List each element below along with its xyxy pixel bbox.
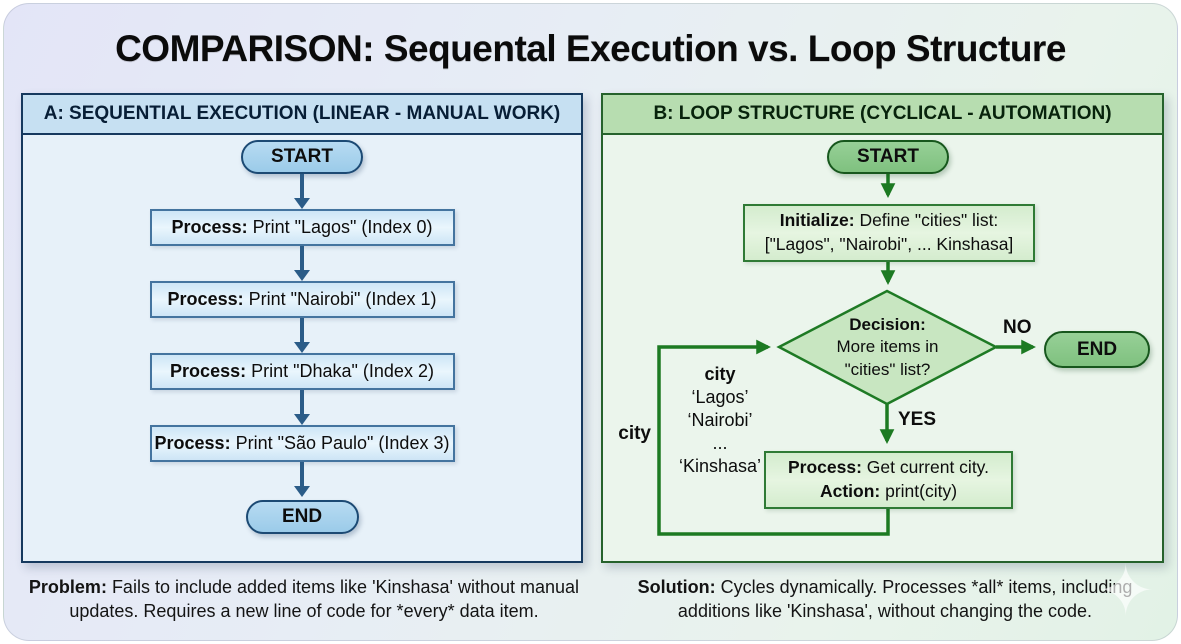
decision-label: Decision: — [849, 315, 926, 335]
process-step-text: Print "Nairobi" (Index 1) — [243, 289, 437, 309]
initialize-box: Initialize: Define "cities" list: ["Lago… — [743, 204, 1035, 262]
solution-caption-label: Solution: — [637, 577, 716, 597]
action-text: print(city) — [880, 481, 958, 501]
decision-diamond: Decision: More items in "cities" list? — [779, 291, 996, 404]
process-step-label: Process: — [170, 361, 247, 381]
process-step-text: Print "Dhaka" (Index 2) — [246, 361, 434, 381]
start-label-a: START — [271, 146, 333, 167]
loop-process-box: Process: Get current city. Action: print… — [764, 451, 1013, 509]
initialize-list-text: ["Lagos", "Nairobi", ... Kinshasa] — [764, 234, 1014, 254]
process-step: Process: Print "Nairobi" (Index 1) — [149, 281, 455, 318]
panel-sequential-execution: A: SEQUENTIAL EXECUTION (LINEAR - MANUAL… — [21, 93, 583, 563]
panel-a-header: A: SEQUENTIAL EXECUTION (LINEAR - MANUAL… — [23, 95, 581, 135]
process-step-label: Process: — [171, 217, 248, 237]
process-step: Process: Print "Dhaka" (Index 2) — [149, 353, 455, 390]
problem-caption-label: Problem: — [28, 577, 107, 597]
yes-branch-label: YES — [898, 409, 937, 430]
page-title: COMPARISON: Sequental Execution vs. Loop… — [115, 28, 1066, 69]
decision-text-line2: More items in — [836, 337, 939, 357]
loop-item: city — [704, 364, 736, 384]
loop-items-list: city ‘Lagos’ ‘Nairobi’ ... ‘Kinshasa’ — [665, 363, 775, 478]
diagram-canvas: COMPARISON: Sequental Execution vs. Loop… — [3, 3, 1178, 641]
process-step: Process: Print "São Paulo" (Index 3) — [149, 425, 455, 462]
loop-item: ‘Kinshasa’ — [678, 456, 762, 476]
panel-b-flowchart: START Initialize: Define "cities" list: … — [603, 135, 1162, 561]
panel-b-header: B: LOOP STRUCTURE (CYCLICAL - AUTOMATION… — [603, 95, 1162, 135]
process-step-label: Process: — [167, 289, 244, 309]
loop-item: ‘Nairobi’ — [687, 410, 753, 430]
end-terminal-a: END — [245, 500, 359, 534]
arrow-down-icon — [294, 174, 310, 209]
decision-diamond-shape — [776, 289, 999, 406]
loop-item: ... — [712, 433, 728, 453]
solution-caption: Solution: Cycles dynamically. Processes … — [604, 575, 1166, 624]
start-label-b: START — [857, 146, 919, 167]
arrow-down-icon — [294, 318, 310, 353]
process-step-text: Print "São Paulo" (Index 3) — [230, 433, 450, 453]
end-label-a: END — [281, 506, 323, 527]
process-label: Process: — [787, 457, 862, 478]
initialize-label: Initialize: — [779, 210, 855, 231]
loop-variable-label: city — [618, 423, 651, 444]
action-label: Action: — [819, 481, 881, 501]
initialize-text: Define "cities" list: — [854, 210, 999, 231]
start-terminal-a: START — [241, 140, 363, 174]
process-text: Get current city. — [861, 457, 989, 478]
process-step-text: Print "Lagos" (Index 0) — [247, 217, 433, 237]
loop-back-path — [657, 339, 890, 536]
decision-text-line3: "cities" list? — [844, 359, 931, 379]
problem-caption: Problem: Fails to include added items li… — [26, 575, 582, 624]
flow-connectors — [657, 174, 1036, 536]
panel-loop-structure: B: LOOP STRUCTURE (CYCLICAL - AUTOMATION… — [601, 93, 1164, 563]
no-branch-label: NO — [1003, 317, 1032, 338]
arrow-down-icon — [294, 462, 310, 497]
arrow-down-icon — [294, 390, 310, 425]
loop-item: ‘Lagos’ — [691, 387, 749, 407]
end-label-b: END — [1076, 338, 1118, 360]
process-step: Process: Print "Lagos" (Index 0) — [149, 209, 455, 246]
end-terminal-b: END — [1044, 331, 1150, 368]
solution-caption-text: Cycles dynamically. Processes *all* item… — [677, 577, 1133, 622]
start-terminal-b: START — [827, 140, 949, 174]
process-step-label: Process: — [154, 433, 231, 453]
arrow-down-icon — [294, 246, 310, 281]
panel-a-flowchart: START Process: Print "Lagos" (Index 0) P… — [23, 135, 581, 561]
problem-caption-text: Fails to include added items like 'Kinsh… — [69, 577, 580, 622]
